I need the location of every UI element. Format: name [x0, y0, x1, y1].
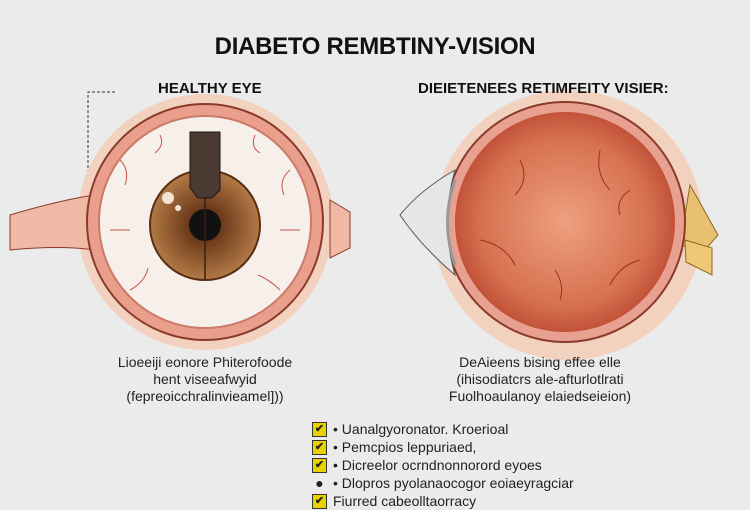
diabetic-eye-diagram — [399, 90, 719, 360]
checklist-item: ✔ • Dicreelor ocrndnonnorord eyoes — [312, 456, 574, 474]
caption-line: hent viseeafwyid — [153, 371, 257, 387]
checklist-item: ✔ • Uanalgyoronator. Kroerioal — [312, 420, 574, 438]
checkbox-checked-icon: ✔ — [312, 493, 327, 509]
checklist-text: • Pemcpios leppuriaed, — [333, 439, 477, 455]
checkbox-checked-icon: ✔ — [312, 457, 327, 473]
diagram-title: DIABETO REMBTINY-VISION — [214, 33, 536, 60]
healthy-eye-heading: HEALTHY EYE — [158, 80, 262, 97]
lens-instrument — [189, 131, 221, 199]
caption-line: DeAieens bising effee elle — [459, 354, 621, 370]
retinal-vessels — [479, 149, 641, 301]
healthy-eye-caption: Lioeeiji eonore Phiterofoode hent viseea… — [75, 354, 335, 405]
checklist-text: Fiurred cabeolltaorracy — [333, 493, 477, 509]
damaged-retina — [455, 112, 675, 332]
checklist-item: ✔ Fiurred cabeolltaorracy — [312, 492, 574, 510]
caption-line: (fepreoicchralinvieamel])) — [126, 388, 284, 404]
caption-line: Lioeeiji eonore Phiterofoode — [117, 354, 293, 370]
checklist-text: • Uanalgyoronator. Kroerioal — [333, 421, 509, 437]
checkbox-checked-icon: ✔ — [312, 439, 327, 455]
blood-vessels — [110, 134, 300, 291]
checklist-item: ✔ • Pemcpios leppuriaed, — [312, 438, 574, 456]
checklist-item: ● • Dlopros pyolanaocogor eoiaeyragciar — [312, 474, 574, 492]
diabetic-eye-caption: DeAieens bising effee elle (ihisodiatcrs… — [410, 354, 670, 405]
caption-line: Fuolhoaulanoy elaiedseieion) — [448, 388, 632, 404]
pointer-line — [87, 91, 115, 200]
checkbox-checked-icon: ✔ — [312, 421, 327, 437]
diabetic-eye-heading: DIEIETENEES RETIMFEITY VISIER: — [418, 80, 669, 97]
symptom-checklist: ✔ • Uanalgyoronator. Kroerioal ✔ • Pemcpio… — [312, 420, 574, 510]
checklist-text: • Dlopros pyolanaocogor eoiaeyragciar — [333, 475, 574, 491]
optic-nerve-left — [9, 194, 96, 251]
checklist-text: • Dicreelor ocrndnonnorord eyoes — [333, 457, 542, 473]
bullet-icon: ● — [315, 475, 324, 491]
healthy-eye-diagram — [9, 94, 351, 350]
caption-line: (ihisodiatcrs ale-afturlotlrati — [456, 371, 624, 387]
